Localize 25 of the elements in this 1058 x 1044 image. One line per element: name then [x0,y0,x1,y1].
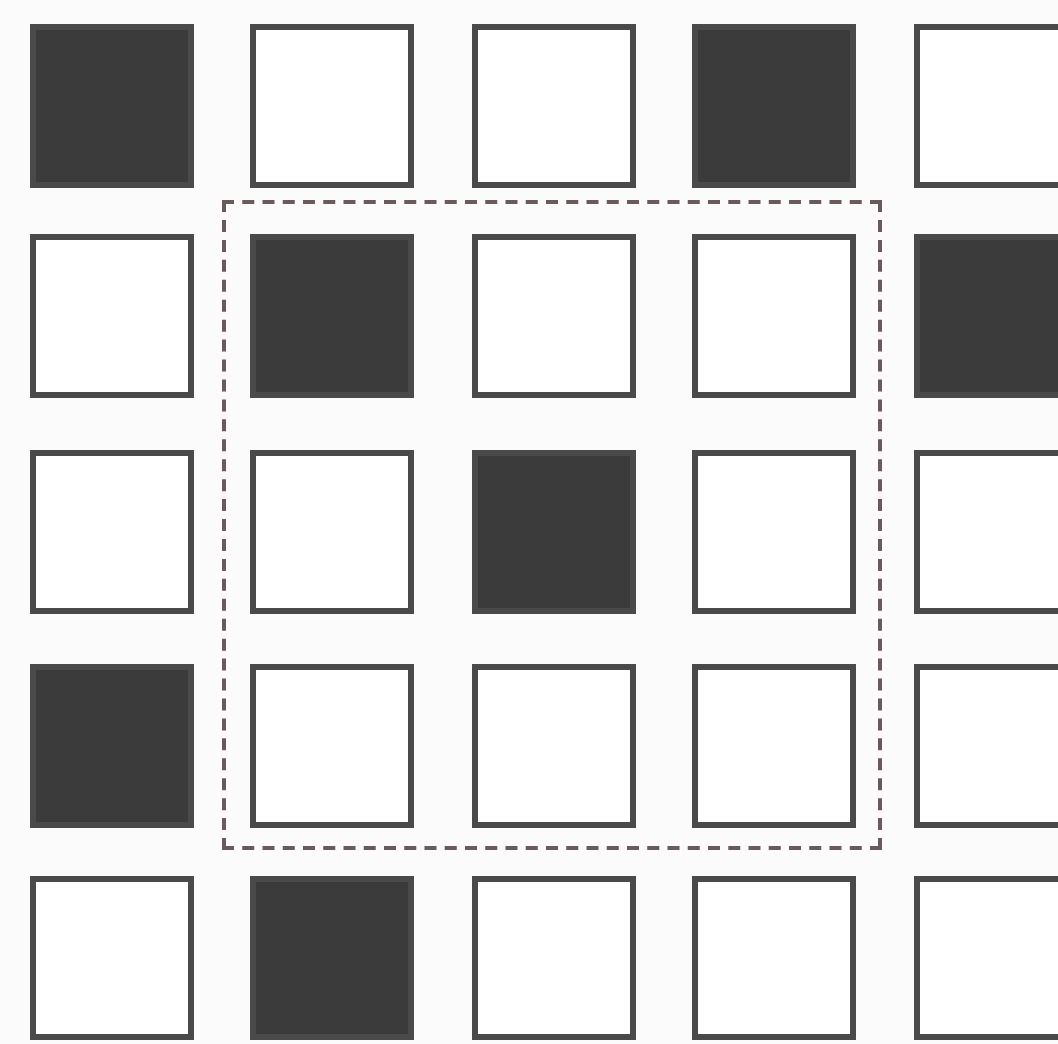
empty-square [472,876,636,1040]
filled-square [914,234,1058,398]
empty-square [30,876,194,1040]
filled-square [692,24,856,188]
empty-square [914,450,1058,614]
filled-square [472,450,636,614]
empty-square [472,664,636,828]
filled-square [250,876,414,1040]
empty-square [30,450,194,614]
empty-square [692,664,856,828]
empty-square [30,234,194,398]
filled-square [30,664,194,828]
empty-square [250,24,414,188]
empty-square [250,664,414,828]
empty-square [472,234,636,398]
empty-square [692,234,856,398]
empty-square [692,450,856,614]
empty-square [914,24,1058,188]
empty-square [692,876,856,1040]
empty-square [914,876,1058,1040]
empty-square [250,450,414,614]
filled-square [30,24,194,188]
filled-square [250,234,414,398]
empty-square [914,664,1058,828]
empty-square [472,24,636,188]
